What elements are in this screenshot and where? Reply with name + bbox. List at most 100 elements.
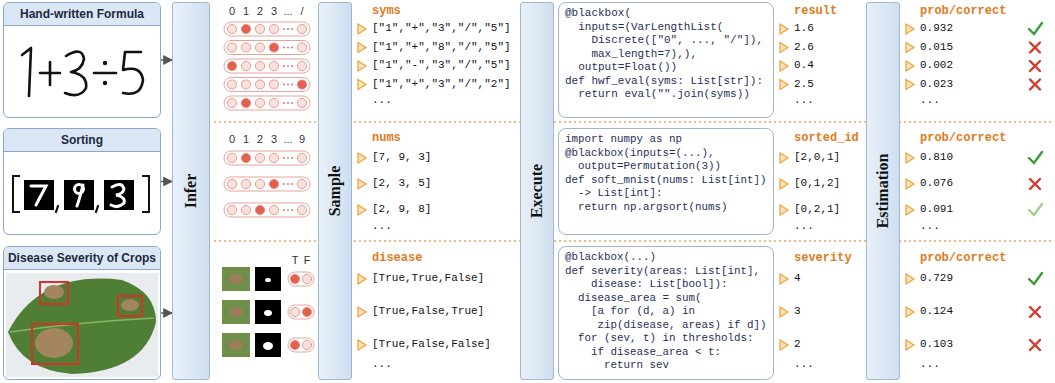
prob-cell [227,153,236,162]
sample-marker [906,61,914,71]
handwriting-dot [103,81,107,85]
sample-marker [780,179,788,189]
ellipsis: ... [920,220,940,232]
prob-cell [297,205,306,214]
sample-marker [906,274,914,284]
code-line: return eval("".join(syms)) [565,88,767,102]
ellipsis-dot [283,209,285,211]
comma [56,206,58,212]
prob-cell [255,179,264,188]
code-line: output=Permutation(3)) [565,160,767,174]
toggle-cell [302,274,311,283]
code-line: [a for (d, a) in [565,305,767,319]
stage-band: Sample [318,2,352,380]
prob-cell [241,179,250,188]
axis-label: 3 [266,5,282,17]
prob-cell [227,98,236,107]
code-line: disease: List[bool]): [565,278,767,292]
crop-mask [255,267,281,291]
prob-cell [241,61,250,70]
ellipsis-dot [291,157,293,159]
axis-label: 0 [224,5,240,17]
sample-value: ["1","+","3","/","5"] [372,22,511,34]
prob-cell [241,153,250,162]
code-line: @blackbox(inputs=(...), [565,147,767,161]
sample-marker [780,205,788,215]
sample-value: [True,True,False] [372,272,484,284]
panel-heading: Hand-written Formula [4,3,160,26]
sample-marker [358,43,366,53]
band-label: Sample [326,166,344,217]
ellipsis-dot [291,209,293,211]
code-line: output=Float()) [565,61,767,75]
sample-value: 0.091 [920,203,953,215]
stage-band: Estimation [866,2,900,380]
ellipsis-dot [283,102,285,104]
ellipsis-dot [283,47,285,49]
prob-cell [297,24,306,33]
handwriting-stroke [65,52,86,95]
prob-bar [224,22,310,36]
sample-value: 2.6 [794,41,814,53]
prob-cell [297,98,306,107]
axis-label: F [299,254,315,266]
sample-marker [358,153,366,163]
ellipsis-dot [287,102,289,104]
panel-heading: Sorting [4,129,160,152]
check-mark [1029,23,1042,34]
sample-value: [2, 3, 5] [372,177,431,189]
crop-spot [229,340,243,350]
sample-marker [780,24,788,34]
crop-spot [229,274,243,284]
sample-value: 1.6 [794,22,814,34]
code-line: return sev [565,359,767,373]
axis-label: / [294,5,310,17]
digit-stroke [31,186,46,205]
digit-stroke [75,185,84,194]
sample-marker [358,24,366,34]
ellipsis: ... [920,94,940,106]
prob-cell [227,179,236,188]
sample-value: [2,0,1] [794,151,840,163]
column-header: syms [372,4,401,18]
sample-value: 0.810 [920,151,953,163]
cross-mark [1030,179,1040,189]
flow-arrow [161,59,172,60]
axis-label: ... [280,133,296,145]
prob-cell [227,80,236,89]
check-mark [1029,273,1042,284]
region-box [118,296,142,316]
axis-label: ... [280,5,296,17]
prob-cell [227,205,236,214]
sample-marker [906,24,914,34]
sample-value: [True,False,False] [372,338,491,350]
code-line: for (sev, t) in thresholds: [565,332,767,346]
prob-cell [297,61,306,70]
axis-label: 2 [252,5,268,17]
prob-cell [255,153,264,162]
toggle-cell [290,340,299,349]
ellipsis-dot [287,47,289,49]
prob-cell [297,43,306,52]
toggle-cell [302,340,311,349]
prob-cell [269,153,278,162]
ellipsis-dot [291,102,293,104]
disease-spot [35,328,73,358]
ellipsis-dot [287,65,289,67]
sample-marker [780,80,788,90]
sample-marker [906,205,914,215]
prob-cell [241,98,250,107]
ellipsis: ... [372,220,392,232]
sample-value: ["1","-","3","/","5"] [372,59,511,71]
column-header: severity [794,251,852,265]
prob-cell [297,80,306,89]
prob-cell [241,24,250,33]
prob-cell [269,24,278,33]
ellipsis-dot [287,209,289,211]
sample-value: [0,2,1] [794,203,840,215]
toggle-cell [290,274,299,283]
crop-thumbnail [222,267,250,291]
code-line: zip(disease, areas) if d]) [565,319,767,333]
sample-marker [358,307,366,317]
bool-toggle [288,338,314,352]
